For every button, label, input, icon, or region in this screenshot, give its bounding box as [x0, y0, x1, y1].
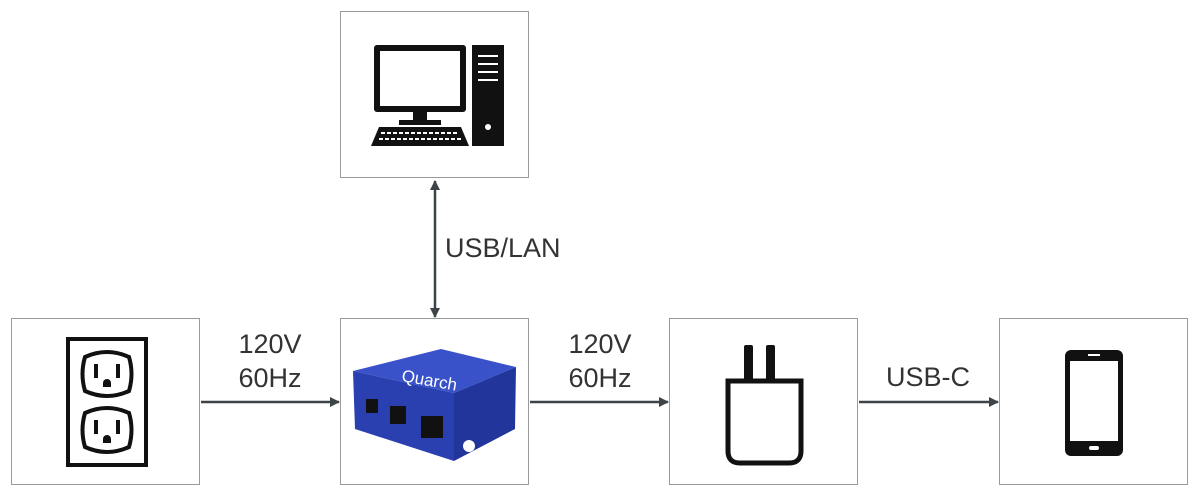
edge-label-usb-c: USB-C	[885, 362, 970, 392]
charger-node	[669, 318, 858, 485]
voltage-label: 120V	[238, 329, 302, 359]
edge-label-outlet-quarch: 120V 60Hz	[210, 327, 330, 395]
wall-outlet-node	[11, 318, 200, 485]
quarch-module-node: Quarch	[340, 318, 529, 485]
wall-outlet-icon	[66, 337, 148, 467]
edge-label-usb-lan: USB/LAN	[445, 233, 561, 263]
power-adapter-icon	[725, 345, 804, 466]
quarch-power-module-image: Quarch	[353, 349, 516, 461]
phone-node	[999, 318, 1188, 485]
edge-label-quarch-charger: 120V 60Hz	[540, 327, 660, 395]
frequency-label: 60Hz	[568, 363, 632, 393]
desktop-computer-icon	[371, 45, 504, 146]
computer-node	[340, 11, 529, 178]
smartphone-icon	[1065, 350, 1123, 456]
frequency-label: 60Hz	[238, 363, 302, 393]
voltage-label: 120V	[568, 329, 632, 359]
